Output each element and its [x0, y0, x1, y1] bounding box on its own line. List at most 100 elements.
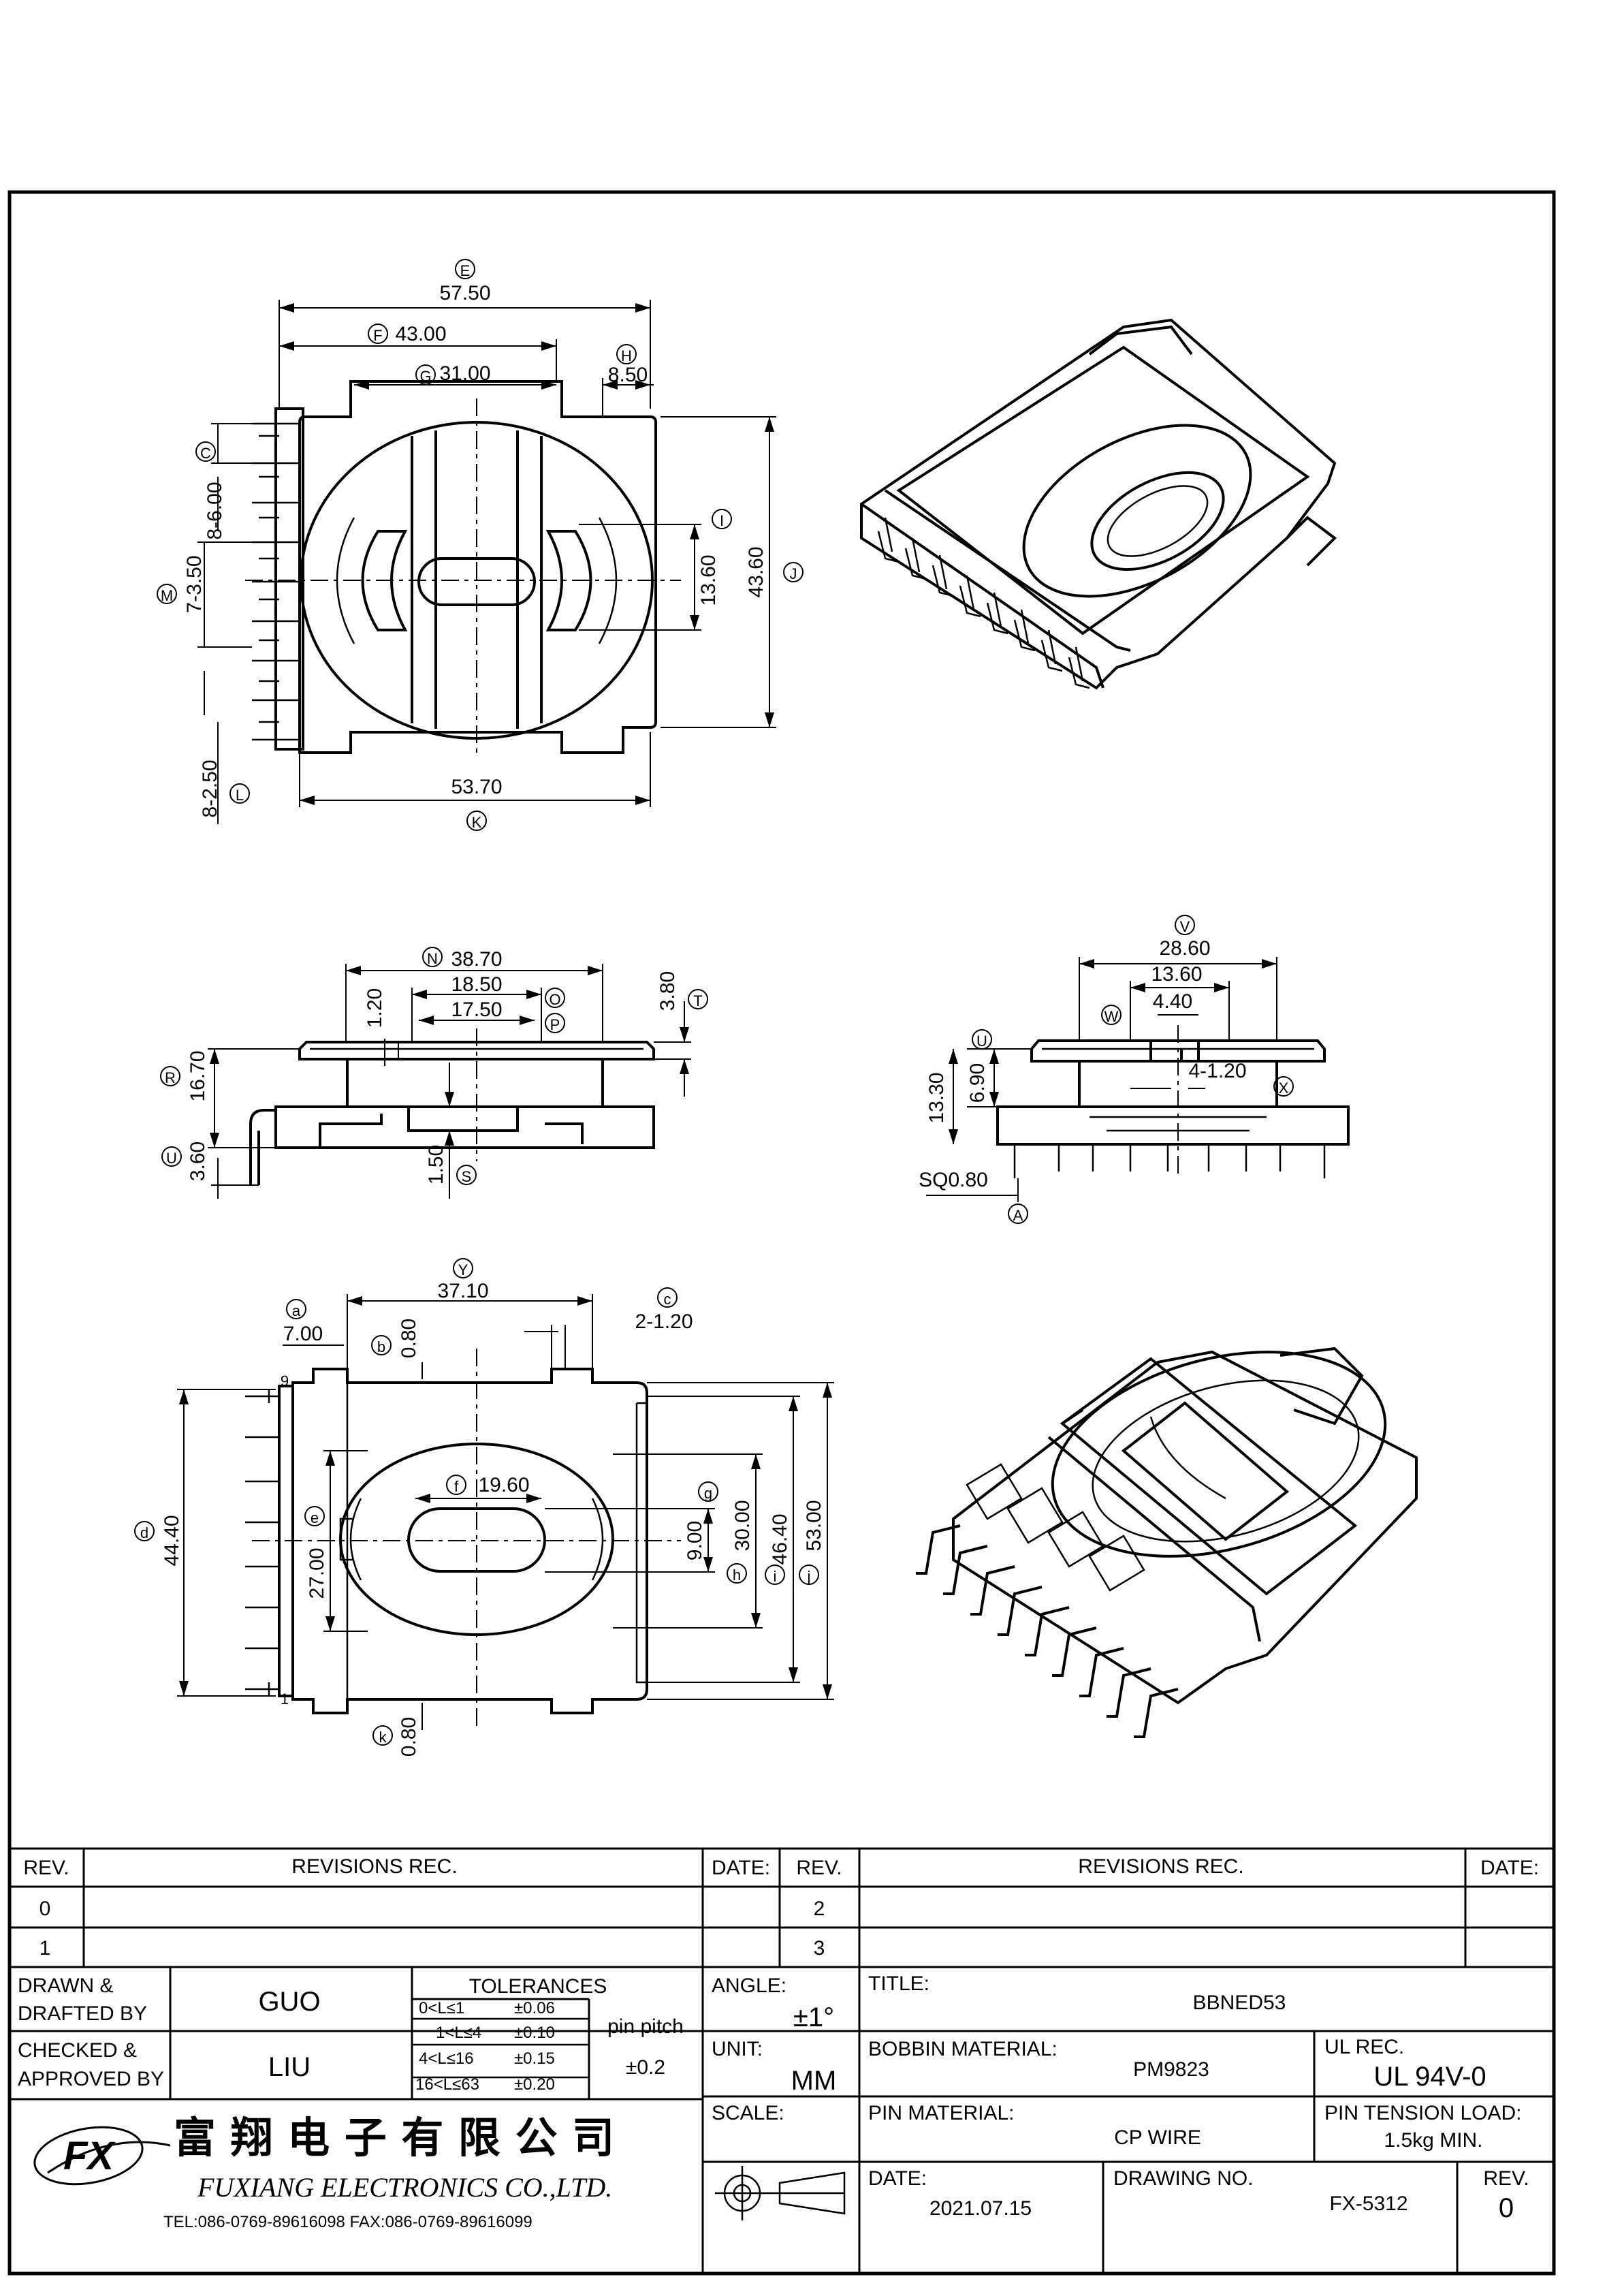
- tol-value-2: ±0.15: [514, 2049, 555, 2068]
- bobbin-material-value: PM9823: [1133, 2058, 1209, 2081]
- bottom-view-dimensions: Y 37.10 a 7.00 b 0.80 c 2-1.20 d 44.40 e…: [134, 1258, 825, 1757]
- callout-X: X: [1273, 1076, 1294, 1097]
- pin-tension-value: 1.5kg MIN.: [1384, 2129, 1482, 2152]
- dim-M-value: 7-3.50: [183, 555, 206, 613]
- callout-i: i: [765, 1564, 785, 1585]
- callout-F: F: [368, 324, 388, 344]
- callout-letter: S: [462, 1168, 472, 1185]
- rev-row-3: 3: [814, 1937, 825, 1960]
- dim-U-side-value: 6.90: [966, 1063, 989, 1103]
- dim-d-value: 44.40: [161, 1515, 183, 1566]
- callout-letter: R: [165, 1069, 176, 1086]
- callout-letter: F: [373, 327, 382, 344]
- callout-letter: J: [790, 565, 797, 582]
- callout-letter: E: [460, 262, 471, 279]
- callout-letter: T: [693, 992, 702, 1009]
- pin-material-value: CP WIRE: [1114, 2126, 1201, 2149]
- callout-T: T: [688, 989, 708, 1009]
- tolerances-header: TOLERANCES: [469, 1975, 607, 1998]
- projection-symbol-icon: [715, 2166, 846, 2220]
- dim-E-value: 57.50: [439, 282, 490, 304]
- callout-letter: I: [720, 512, 724, 529]
- callout-letter: e: [311, 1509, 319, 1526]
- callout-letter: Y: [458, 1261, 468, 1278]
- dim-f-value: 19.60: [478, 1474, 529, 1496]
- dim-N-value: 38.70: [451, 948, 502, 971]
- callout-K: K: [466, 811, 487, 831]
- dim-P-value: 17.50: [451, 998, 502, 1021]
- tol-value-3: ±0.20: [514, 2075, 555, 2094]
- dim-Y-value: 37.10: [437, 1280, 488, 1302]
- checked-label-1: CHECKED &: [18, 2039, 137, 2062]
- callout-h: h: [727, 1563, 747, 1584]
- dim-g-value: 9.00: [684, 1521, 706, 1560]
- callout-j: j: [799, 1564, 819, 1585]
- drawn-by-value: GUO: [258, 1987, 320, 2017]
- callout-letter: b: [377, 1338, 385, 1355]
- rev-row-1: 1: [39, 1937, 51, 1960]
- dim-X-value: 4-1.20: [1188, 1060, 1246, 1082]
- logo-text: FX: [63, 2134, 116, 2178]
- drawing-no-label: DRAWING NO.: [1113, 2167, 1254, 2190]
- pin-pitch-value: ±0.2: [626, 2056, 665, 2079]
- dim-b-value: 0.80: [398, 1319, 420, 1358]
- callout-S: S: [456, 1165, 477, 1185]
- dim-I-value: 13.60: [697, 554, 720, 606]
- dim-J-value: 43.60: [745, 546, 767, 597]
- drawing-no-value: FX-5312: [1329, 2192, 1408, 2215]
- ul-rec-label: UL REC.: [1324, 2036, 1404, 2058]
- title-block: REV. REVISIONS REC. DATE: REV. REVISIONS…: [8, 1847, 1554, 2274]
- isometric-view-top: [860, 318, 1337, 690]
- callout-letter: U: [976, 1033, 987, 1050]
- callout-c: c: [657, 1287, 678, 1308]
- callout-letter: G: [419, 368, 431, 385]
- dim-C-value: 8-6.00: [204, 482, 226, 539]
- callout-O: O: [545, 988, 565, 1008]
- callout-a: a: [286, 1299, 306, 1319]
- dim-G-value: 31.00: [439, 362, 490, 385]
- revisions-header-left: REVISIONS REC.: [291, 1855, 457, 1878]
- callout-Y: Y: [453, 1258, 473, 1278]
- dim-S-value: 1.50: [425, 1145, 447, 1184]
- date-header-right: DATE:: [1480, 1857, 1539, 1879]
- callout-P: P: [545, 1013, 565, 1033]
- callout-f: f: [446, 1475, 466, 1495]
- rev-row-2: 2: [814, 1898, 825, 1920]
- ul-rec-value: UL 94V-0: [1373, 2062, 1486, 2092]
- callout-H: H: [616, 344, 637, 364]
- callout-d: d: [134, 1521, 155, 1541]
- callout-W: W: [1101, 1005, 1122, 1025]
- callout-letter: d: [140, 1524, 148, 1541]
- tol-value-0: ±0.06: [514, 1999, 555, 2017]
- dim-H-value: 8.50: [608, 364, 648, 386]
- title-label: TITLE:: [868, 1972, 929, 1995]
- checked-by-value: LIU: [268, 2052, 311, 2082]
- tol-range-0: 0<L≤1: [419, 1999, 464, 2017]
- drawn-label-1: DRAWN &: [18, 1975, 114, 1997]
- dim-i-value: 46.40: [769, 1513, 791, 1564]
- front-view-dimensions: N 38.70 18.50 O 17.50 P 1.20 3.80 T R 16…: [160, 947, 708, 1185]
- callout-letter: K: [472, 814, 482, 831]
- pin-label-9: 9: [281, 1372, 289, 1389]
- callout-letter: W: [1104, 1008, 1119, 1025]
- dim-j-value: 53.00: [803, 1500, 825, 1551]
- callout-letter: g: [704, 1485, 712, 1502]
- callout-letter: a: [292, 1302, 301, 1319]
- dim-a-value: 7.00: [283, 1323, 323, 1345]
- dim-e-value: 27.00: [306, 1547, 328, 1599]
- front-view: [208, 964, 691, 1199]
- tol-value-1: ±0.10: [514, 2024, 555, 2042]
- dim-V-value: 28.60: [1159, 937, 1210, 960]
- callout-I: I: [712, 509, 732, 529]
- callout-A: A: [1008, 1204, 1028, 1224]
- title-value: BBNED53: [1193, 1992, 1286, 2014]
- tol-range-2: 4<L≤16: [419, 2049, 474, 2068]
- unit-value: MM: [791, 2066, 837, 2096]
- dim-h1-value: 1.20: [364, 988, 386, 1028]
- isometric-view-bottom: [916, 1347, 1418, 1738]
- callout-letter: k: [379, 1729, 387, 1746]
- callout-letter: P: [550, 1016, 560, 1033]
- date-value: 2021.07.15: [929, 2197, 1032, 2220]
- callout-letter: f: [454, 1478, 459, 1495]
- rev-header-left: REV.: [23, 1857, 69, 1879]
